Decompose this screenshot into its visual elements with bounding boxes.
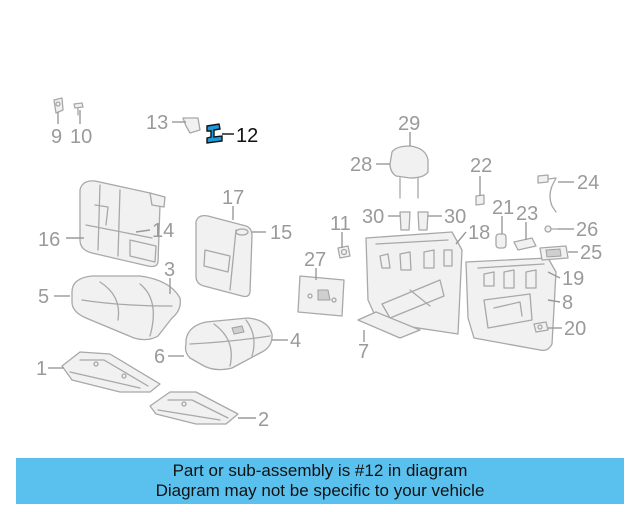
callout-25: 25: [580, 242, 602, 264]
callout-18: 18: [468, 222, 490, 244]
callout-17: 17: [222, 187, 244, 209]
info-banner: Part or sub-assembly is #12 in diagram D…: [16, 458, 624, 504]
callout-7: 7: [358, 341, 369, 363]
callout-2: 2: [258, 409, 269, 431]
callout-27: 27: [304, 249, 326, 271]
callout-1: 1: [36, 358, 47, 380]
part-1-frame: [61, 351, 161, 393]
part-23-button: [513, 237, 537, 251]
part-19-frame: [465, 257, 557, 352]
callout-24: 24: [577, 172, 599, 194]
part-6-cushion: [184, 317, 273, 371]
part-27-plate: [297, 275, 345, 317]
callout-6: 6: [154, 346, 165, 368]
part-20-bolt: [533, 321, 549, 333]
callout-29: 29: [398, 113, 420, 135]
part-5-cushion: [71, 275, 181, 341]
part-18-frame: [357, 231, 463, 339]
callout-4: 4: [290, 330, 301, 352]
callout-30-left: 30: [362, 206, 384, 228]
callout-12: 12: [236, 125, 258, 147]
part-25-bezel: [539, 245, 569, 261]
callout-30-right: 30: [444, 206, 466, 228]
part-9-clip: [53, 97, 64, 114]
callout-3: 3: [164, 259, 175, 281]
callout-8: 8: [562, 292, 573, 314]
part-2-frame: [149, 391, 239, 425]
callout-11: 11: [330, 213, 351, 235]
callouts: 9 10 13 12 16 14 17 15 3 5 1 2 6 4 11 27…: [36, 112, 602, 431]
part-16-seatback: [79, 180, 166, 268]
part-30-guide-left: [399, 211, 411, 231]
callout-10: 10: [70, 126, 92, 148]
part-11-bolt: [337, 245, 351, 259]
callout-22: 22: [470, 155, 492, 177]
part-30-guide-right: [417, 211, 429, 231]
callout-15: 15: [270, 222, 292, 244]
callout-13: 13: [146, 112, 168, 134]
leader-lines: [48, 110, 578, 419]
part-13-bracket: [182, 117, 201, 134]
part-28-headrest: [389, 145, 429, 199]
callout-20: 20: [564, 318, 586, 340]
callout-28: 28: [350, 154, 372, 176]
callout-5: 5: [38, 286, 49, 308]
banner-line-2: Diagram may not be specific to your vehi…: [155, 481, 485, 500]
part-12-hinge: [206, 123, 223, 144]
part-22-clip: [475, 194, 485, 206]
part-10-pin: [73, 102, 84, 116]
callout-26: 26: [576, 219, 598, 241]
callout-21: 21: [492, 197, 514, 219]
callout-9: 9: [51, 126, 62, 148]
part-26-screw: [544, 225, 559, 233]
part-15-seatback: [195, 214, 253, 298]
callout-19: 19: [562, 268, 584, 290]
part-24-cable: [537, 174, 557, 213]
callout-14: 14: [152, 220, 174, 242]
part-21-latch: [495, 233, 507, 249]
banner-line-1: Part or sub-assembly is #12 in diagram: [172, 461, 468, 480]
callout-23: 23: [516, 203, 538, 225]
callout-16: 16: [38, 229, 60, 251]
